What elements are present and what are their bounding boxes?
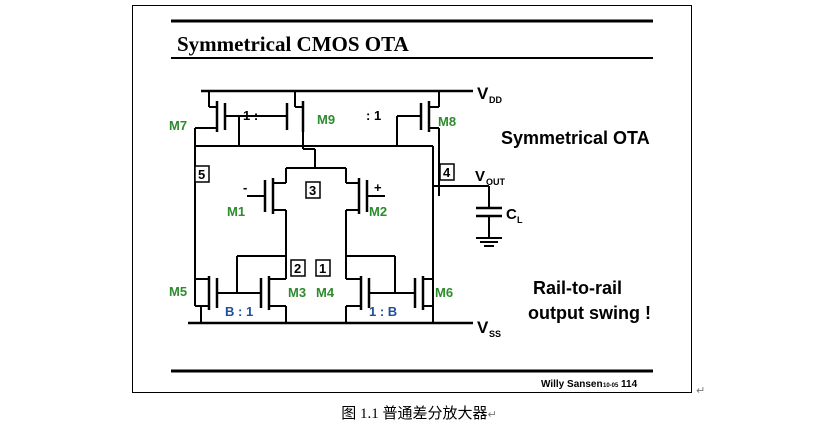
- cap-label: C: [506, 206, 517, 223]
- label-m2: M2: [369, 204, 387, 219]
- footer-page: 114: [621, 379, 638, 390]
- note-line-2: output swing !: [528, 303, 651, 323]
- vout-sub: OUT: [486, 177, 506, 187]
- node-label-2: 2: [294, 261, 301, 276]
- heading: Symmetrical OTA: [501, 128, 650, 148]
- label-m9: M9: [317, 112, 335, 127]
- slide-title: Symmetrical CMOS OTA: [177, 32, 410, 56]
- ratio-bottom-left: B : 1: [225, 304, 253, 319]
- node-box-3: [305, 181, 321, 199]
- vss-sub: SS: [489, 329, 501, 339]
- label-m5: M5: [169, 284, 187, 299]
- footer-code: 10-05: [603, 383, 619, 389]
- load-capacitor: [476, 186, 502, 247]
- node-box-1: [315, 259, 331, 277]
- transistor-m8: [396, 91, 440, 196]
- transistor-m1: [247, 168, 287, 256]
- node-label-3: 3: [309, 183, 316, 198]
- label-m7: M7: [169, 118, 187, 133]
- node-box-5: [194, 165, 210, 183]
- node-label-1: 1: [319, 261, 326, 276]
- transistor-m4: [345, 256, 396, 323]
- slide: Symmetrical CMOS OTA Willy Sansen 10-05 …: [132, 5, 692, 393]
- label-m3: M3: [288, 285, 306, 300]
- transistor-m7: [194, 91, 279, 146]
- transistor-m5: [195, 276, 237, 323]
- transistor-m6: [395, 276, 434, 323]
- ratio-top-right: : 1: [366, 108, 381, 123]
- minus-sign: -: [243, 180, 247, 195]
- cap-sub: L: [517, 215, 523, 225]
- note-line-1: Rail-to-rail: [533, 278, 622, 298]
- ratio-top-left: 1 :: [243, 108, 258, 123]
- node-label-4: 4: [443, 165, 451, 180]
- node-box-4: [439, 163, 455, 181]
- node-label-5: 5: [198, 167, 205, 182]
- figure-caption: 图 1.1 普通差分放大器↵: [341, 406, 497, 422]
- circuit-schematic: Symmetrical CMOS OTA Willy Sansen 10-05 …: [169, 19, 653, 390]
- label-m8: M8: [438, 114, 456, 129]
- vss-label: V: [477, 318, 489, 337]
- return-mark-icon: ↵: [696, 384, 706, 397]
- label-m1: M1: [227, 204, 245, 219]
- label-m4: M4: [316, 285, 335, 300]
- vdd-label: V: [477, 84, 489, 103]
- transistor-m3: [236, 256, 287, 323]
- plus-sign: +: [374, 180, 382, 195]
- transistor-m2: [345, 168, 385, 256]
- footer-author: Willy Sansen: [541, 379, 603, 390]
- vdd-sub: DD: [489, 95, 502, 105]
- return-mark-icon: ↵: [487, 408, 497, 421]
- label-m6: M6: [435, 285, 453, 300]
- ratio-bottom-right: 1 : B: [369, 304, 397, 319]
- transistor-m9: [279, 91, 305, 149]
- node-box-2: [290, 259, 306, 277]
- vout-label: V: [475, 168, 485, 185]
